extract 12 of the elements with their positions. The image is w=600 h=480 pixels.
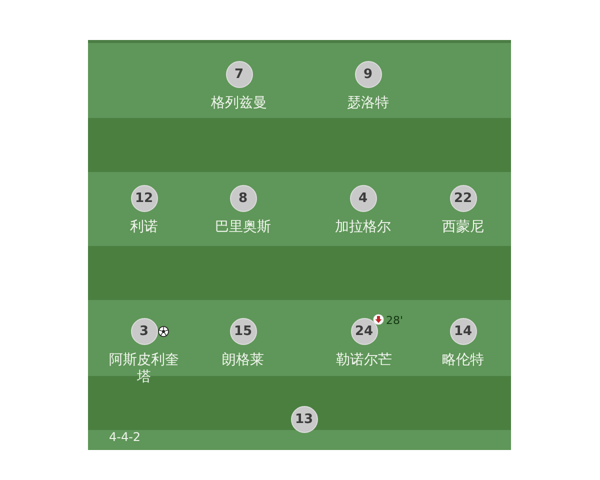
player-name: 利诺 [130,219,158,236]
player-name: 巴里奥斯 [215,219,271,236]
formation-label: 4-4-2 [109,430,141,444]
substitution-time: 28' [386,315,404,327]
player-name: 格列兹曼 [211,95,267,112]
player-name: 阿斯皮利奎塔 [108,352,180,386]
player-name: 略伦特 [442,352,484,369]
player-name: 朗格莱 [222,352,264,369]
player-name: 西蒙尼 [442,219,484,236]
player-name: 勒诺尔芒 [336,352,392,369]
player-name: 瑟洛特 [347,95,389,112]
player-name: 加拉格尔 [335,219,391,236]
